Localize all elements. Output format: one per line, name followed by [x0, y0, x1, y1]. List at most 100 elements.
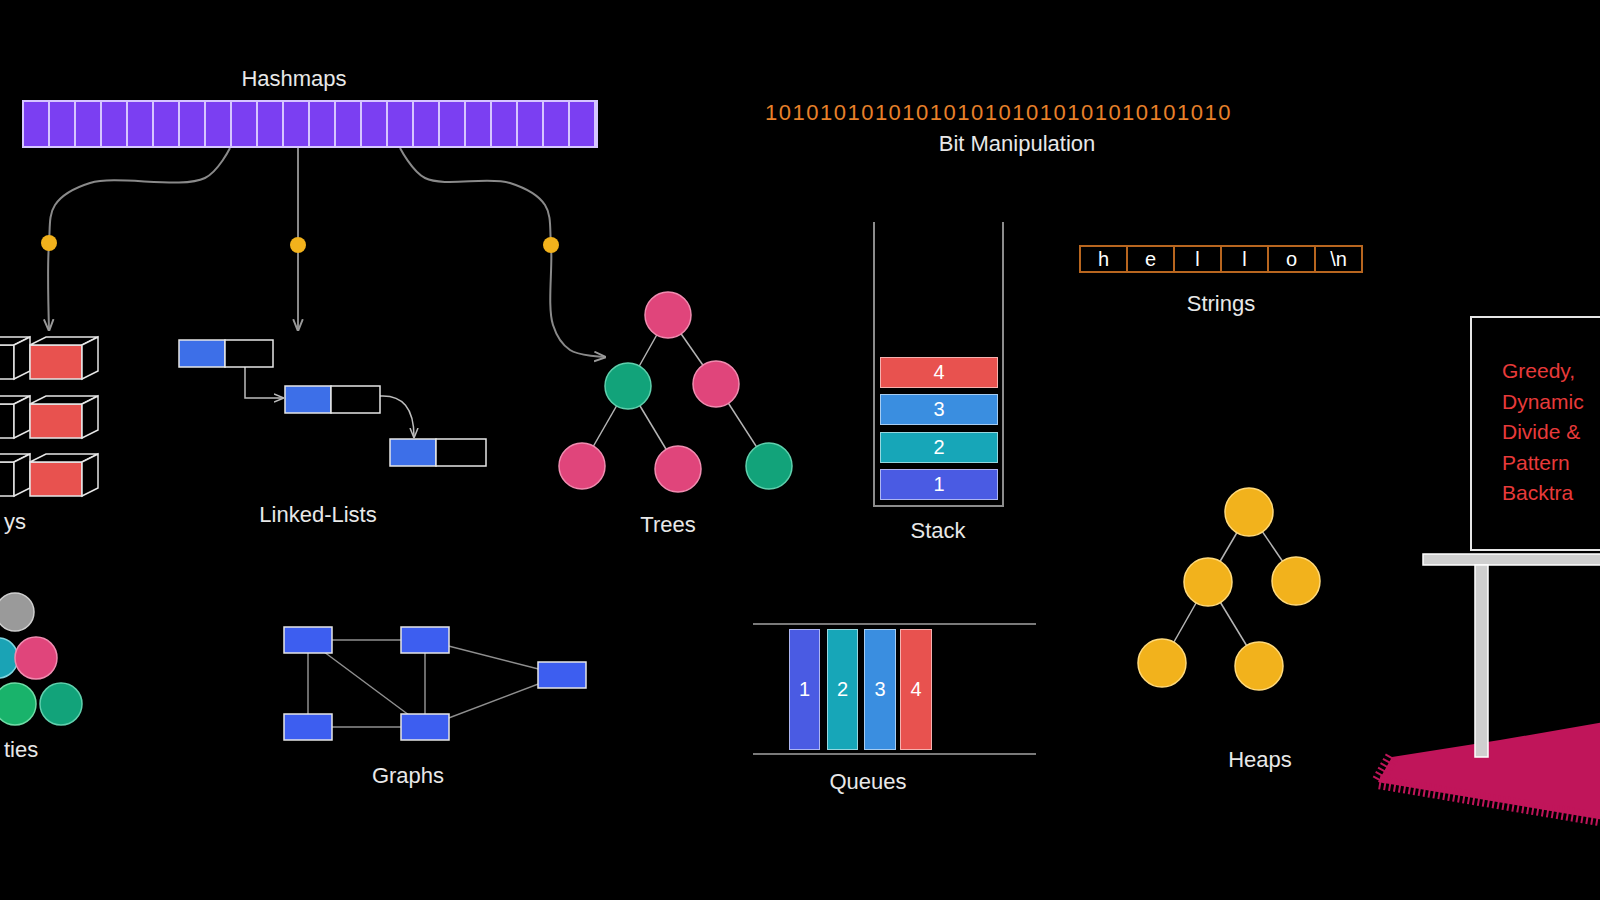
- cube-face: [0, 404, 14, 438]
- string-row: Stringshello\n: [1079, 245, 1363, 320]
- list-value-cell: [390, 439, 436, 466]
- junction-dot: [543, 237, 559, 253]
- stack-container: Stack 4 3 2 1: [873, 222, 1004, 547]
- ball: [0, 683, 36, 725]
- cell-value: 1: [933, 473, 944, 496]
- cube-face: [82, 454, 98, 496]
- linked-list-group: Linked-Lists: [160, 330, 476, 535]
- ball: [0, 593, 34, 631]
- cell-value: \n: [1330, 248, 1347, 271]
- list-value-cell: [179, 340, 225, 367]
- section-label: Graphs: [372, 763, 444, 789]
- array-cube: [0, 454, 30, 496]
- hash-bucket-link: [400, 148, 605, 357]
- list-next-cell: [225, 340, 273, 367]
- blackboard: Greedy,DynamicDivide &PatternBacktra: [1470, 316, 1600, 551]
- queue-item: 3: [864, 629, 896, 750]
- heap-node: [1138, 639, 1186, 687]
- board-note: Backtra: [1502, 478, 1573, 509]
- array-cube: [0, 396, 30, 438]
- graph-vertex: [401, 714, 449, 740]
- graph-vertex: [401, 627, 449, 653]
- tree-node: [746, 443, 792, 489]
- heap-node: [1235, 642, 1283, 690]
- cell-value: l: [1195, 248, 1199, 271]
- structure-label: Trees: [640, 512, 695, 538]
- cell-value: o: [1286, 248, 1297, 271]
- string-char: h: [1079, 245, 1128, 273]
- cube-face: [0, 462, 14, 496]
- structure-label: Queues: [829, 769, 906, 795]
- cube-face: [30, 345, 82, 379]
- string-char: o: [1267, 245, 1316, 273]
- stack-item: 3: [880, 394, 998, 425]
- cube-face: [82, 396, 98, 438]
- queue-item: 4: [900, 629, 932, 750]
- string-char: l: [1173, 245, 1222, 273]
- heap-node: [1272, 557, 1320, 605]
- board-note: Dynamic: [1502, 387, 1584, 418]
- string-char: l: [1220, 245, 1269, 273]
- array-cube: [0, 337, 30, 379]
- ball: [15, 637, 57, 679]
- list-pointer: [380, 396, 414, 437]
- junction-dot: [41, 235, 57, 251]
- junction-dot: [290, 237, 306, 253]
- tree-node: [559, 443, 605, 489]
- tree-node: [693, 361, 739, 407]
- cell-value: 3: [874, 678, 885, 701]
- array-cube: [30, 454, 98, 496]
- label-holder: Queues: [829, 769, 906, 795]
- array-cube: [30, 337, 98, 379]
- tree-group: Trees: [605, 288, 731, 538]
- cell-value: h: [1098, 248, 1109, 271]
- label-holder: Heaps: [1228, 747, 1292, 773]
- list-value-cell: [285, 386, 331, 413]
- label-holder: ties: [4, 737, 38, 763]
- board-ledge: [1423, 554, 1600, 565]
- label-holder: Hashmaps: [241, 66, 346, 92]
- graph-vertex: [284, 714, 332, 740]
- cube-face: [82, 337, 98, 379]
- board-leg: [1475, 565, 1488, 757]
- stack-item: 4: [880, 357, 998, 388]
- structure-label: Hashmaps: [241, 66, 346, 92]
- board-line: Divide &: [1502, 417, 1600, 448]
- heap-node: [1184, 558, 1232, 606]
- tree-node: [655, 446, 701, 492]
- cube-face: [0, 345, 14, 379]
- cube-face: [30, 462, 82, 496]
- graph-vertex: [284, 627, 332, 653]
- cell-value: 2: [837, 678, 848, 701]
- cube-face: [30, 404, 82, 438]
- stack-item: 2: [880, 432, 998, 463]
- label-holder: Graphs: [372, 763, 444, 789]
- board-line: Greedy,: [1502, 356, 1600, 387]
- cube-face: [14, 396, 30, 438]
- structure-label: Stack: [910, 518, 965, 544]
- queue-item: 1: [789, 629, 820, 750]
- cell-value: 1: [799, 678, 810, 701]
- rug-fringe: [1378, 757, 1600, 820]
- list-pointer: [245, 367, 283, 398]
- list-next-cell: [331, 386, 380, 413]
- cell-value: 4: [933, 361, 944, 384]
- queue-item: 2: [827, 629, 858, 750]
- string-char: e: [1126, 245, 1175, 273]
- cube-face: [14, 454, 30, 496]
- board-note: Greedy,: [1502, 356, 1575, 387]
- bit-string: 1010101010101010101010101010101010: [765, 100, 1232, 126]
- ball: [40, 683, 82, 725]
- rug: [1378, 722, 1600, 820]
- cell-value: e: [1145, 248, 1156, 271]
- board-note: Pattern: [1502, 448, 1570, 479]
- graph-vertex: [538, 662, 586, 688]
- board-note: Divide &: [1502, 417, 1580, 448]
- heap-node: [1225, 488, 1273, 536]
- label-holder: Strings: [1187, 291, 1255, 317]
- queue-container: Queues 1 2 34: [753, 623, 1036, 798]
- array-group: ys: [4, 330, 114, 535]
- section-label: Bit Manipulation: [939, 131, 1096, 157]
